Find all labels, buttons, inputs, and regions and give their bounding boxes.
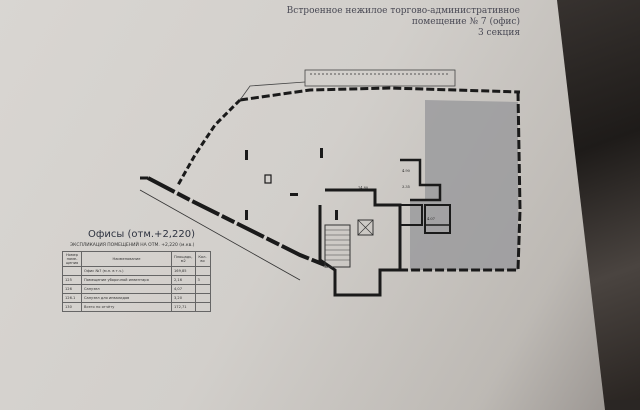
floor-plan: 14.80 4.90 3.35 4.07 <box>139 69 522 297</box>
table-cell: Помещение уборочной инвентаря <box>81 275 172 285</box>
table-cell: Офис №7 (м.н. в т.ч.) <box>81 266 172 276</box>
table-cell: 169,85 <box>171 266 196 276</box>
document-heading: Встроенное нежилое торгово-административ… <box>287 6 520 39</box>
table-cell: 3,20 <box>171 293 196 303</box>
balcony-strip <box>304 69 456 87</box>
elevator-shaft <box>357 219 374 236</box>
table-row: Офис №7 (м.н. в т.ч.) 169,85 <box>62 266 211 276</box>
outer-wall-dashed <box>239 86 521 102</box>
table-cell: Всего по отчёту <box>81 302 172 312</box>
table-cell <box>194 284 211 294</box>
office-title: Офисы (отм.+2,220) <box>88 229 195 240</box>
table-row: 130 Всего по отчёту 172,71 <box>62 302 211 312</box>
table-cell: 130 <box>62 302 82 312</box>
table-cell: Санузел для инвалидов <box>81 293 172 303</box>
table-cell <box>194 302 211 312</box>
table-header-row: Номер поме-щения Наименование Площадь, м… <box>62 251 211 267</box>
heading-line-2: помещение № 7 (офис) <box>411 17 520 27</box>
room-label-1: 14.80 <box>358 186 368 190</box>
table-cell <box>194 266 211 276</box>
outer-wall-left-curve <box>176 98 242 186</box>
table-cell <box>62 266 82 276</box>
table-cell: 126 <box>62 284 82 294</box>
table-header: Наименование <box>81 251 172 267</box>
table-header: Номер поме-щения <box>62 251 82 267</box>
column <box>290 193 298 196</box>
core-walls-2 <box>325 188 402 270</box>
column <box>264 174 272 184</box>
table-cell <box>194 293 211 303</box>
table-cell: 172,71 <box>171 302 196 312</box>
office-highlight-area <box>410 100 518 270</box>
table-header: Площадь, м2 <box>171 251 196 267</box>
table-caption: ЭКСПЛИКАЦИЯ ПОМЕЩЕНИЙ НА ОТМ. +2,220 (м.… <box>70 243 195 248</box>
table-cell: 2,16 <box>171 275 196 285</box>
room-label-2: 4.90 <box>402 169 410 173</box>
table-cell: Санузел <box>81 284 172 294</box>
column <box>320 148 323 158</box>
heading-line-3: 3 секция <box>477 28 520 38</box>
stair-block <box>324 224 351 268</box>
room-label-3: 3.35 <box>402 185 410 189</box>
core-walls <box>318 205 400 297</box>
table-row: 125 Помещение уборочной инвентаря 2,16 3 <box>62 275 211 285</box>
stair-treads <box>325 229 350 261</box>
table-row: 126 Санузел 4,07 <box>62 284 211 294</box>
outer-wall-right <box>400 91 522 272</box>
column <box>335 210 338 220</box>
column <box>245 210 248 220</box>
table-cell: 125 <box>62 275 82 285</box>
table-row: 126.1 Санузел для инвалидов 3,20 <box>62 293 211 303</box>
explication-table: Номер поме-щения Наименование Площадь, м… <box>62 251 211 312</box>
column <box>245 150 248 160</box>
heading-line-1: Встроенное нежилое торгово-административ… <box>286 6 520 16</box>
table-cell: 126.1 <box>62 293 82 303</box>
balcony-curve <box>239 81 306 101</box>
room-label-4: 4.07 <box>427 217 435 221</box>
table-cell: 3 <box>194 275 211 285</box>
table-header: Кол-во <box>194 251 211 267</box>
wc-walls <box>400 158 442 202</box>
diagonal-wall <box>147 176 326 267</box>
wc-room-2 <box>424 204 451 234</box>
diagonal-wall-thin <box>139 189 301 281</box>
table-cell: 4,07 <box>171 284 196 294</box>
wc-room <box>399 204 423 226</box>
